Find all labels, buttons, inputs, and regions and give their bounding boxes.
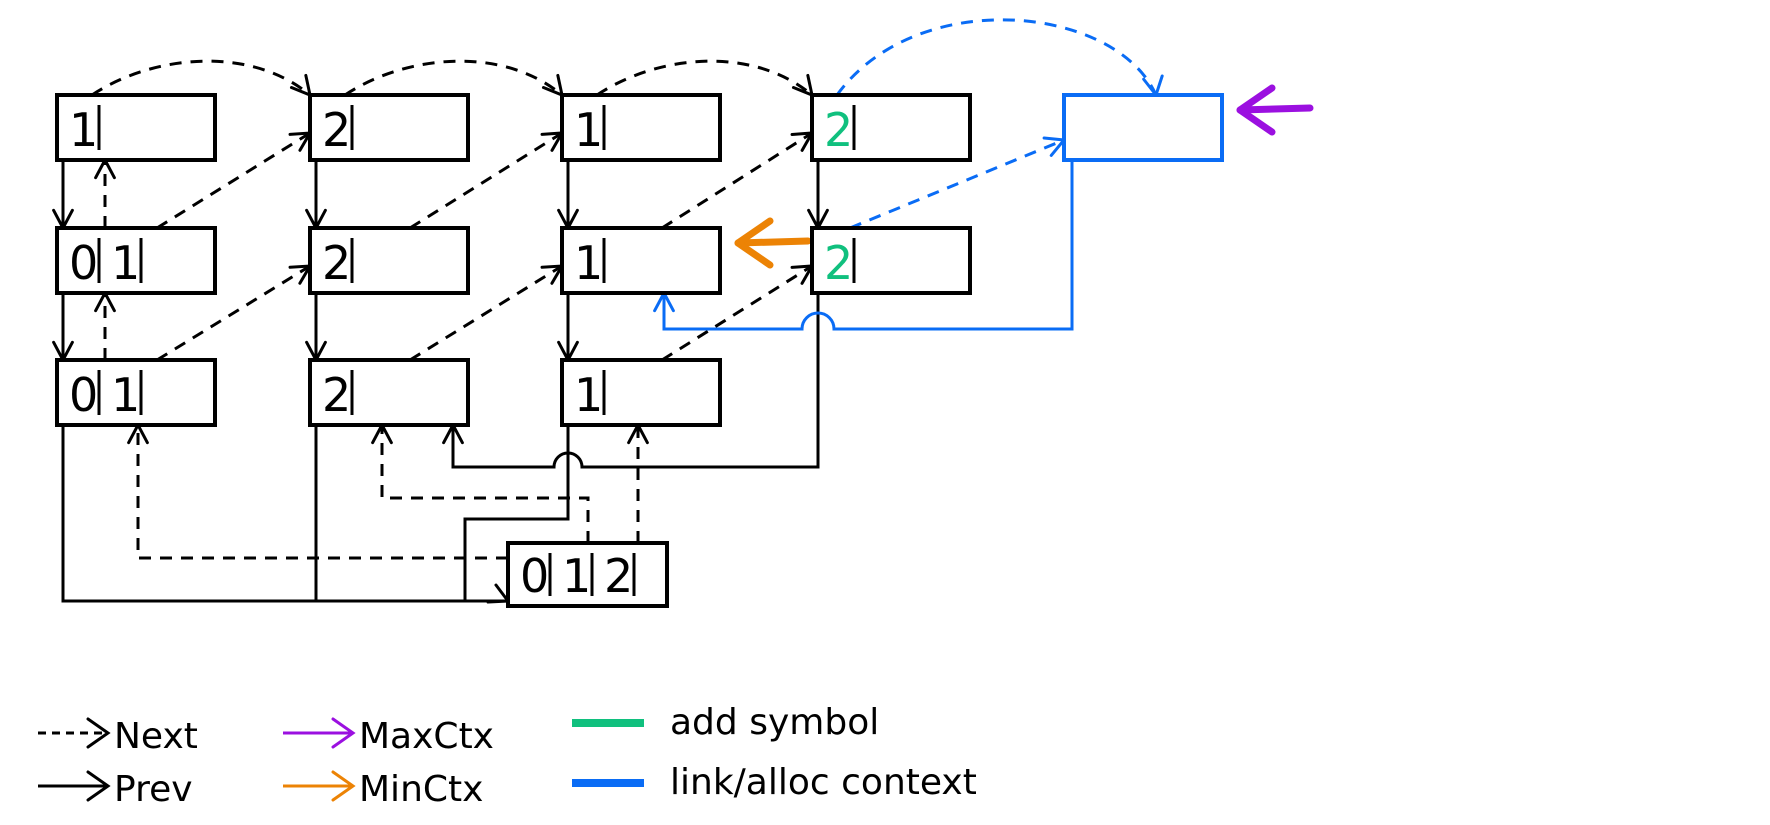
prev-link-c4r2 bbox=[451, 293, 820, 469]
legend-swatch bbox=[572, 719, 644, 727]
node-box bbox=[308, 226, 470, 295]
next-arrowhead bbox=[540, 131, 565, 152]
next-arrowhead-new bbox=[1142, 74, 1164, 99]
next-arrowhead bbox=[288, 264, 313, 285]
next-link bbox=[156, 264, 311, 362]
node-box bbox=[308, 93, 470, 162]
symbol-cell: 2 bbox=[322, 103, 351, 157]
symbol-cell: 1 bbox=[562, 549, 591, 603]
prev-arrowhead-root bbox=[486, 583, 511, 604]
symbol-cell: 1 bbox=[111, 368, 140, 422]
next-link bbox=[596, 59, 813, 97]
legend-item-max_ctx: MaxCtx bbox=[283, 716, 494, 757]
node-box bbox=[55, 226, 217, 295]
context-node-c4r2: 2 bbox=[810, 226, 972, 295]
node-box bbox=[560, 358, 722, 427]
symbol-cell: 1 bbox=[574, 368, 603, 422]
legend-label: Next bbox=[114, 716, 198, 757]
legend-arrow-icon bbox=[86, 770, 111, 802]
legend-arrow-icon bbox=[331, 717, 356, 749]
symbol-cell: 1 bbox=[69, 103, 98, 157]
legend-label: MinCtx bbox=[359, 769, 483, 810]
next-arrowhead bbox=[790, 264, 815, 285]
max-ctx-pointer-icon-head bbox=[1236, 84, 1276, 136]
symbol-cell: 0 bbox=[520, 549, 549, 603]
legend-label: MaxCtx bbox=[359, 716, 494, 757]
node-box bbox=[560, 93, 722, 162]
symbol-cell: 2 bbox=[824, 236, 853, 290]
context-node-c2r2: 2 bbox=[308, 226, 470, 295]
legend-swatch bbox=[572, 779, 644, 787]
symbol-cell: 2 bbox=[322, 368, 351, 422]
next-link-root bbox=[380, 425, 590, 543]
prev-link-root bbox=[463, 425, 570, 601]
next-link bbox=[661, 131, 813, 230]
context-node-c3r2: 1 bbox=[560, 226, 722, 295]
symbol-cell: 2 bbox=[824, 103, 853, 157]
legend-item-min_ctx: MinCtx bbox=[283, 769, 483, 810]
node-box bbox=[1062, 93, 1224, 162]
min-ctx-pointer-icon-head bbox=[734, 217, 774, 269]
legend-arrow-icon bbox=[86, 717, 111, 749]
node-box bbox=[55, 93, 217, 162]
symbol-cell: 1 bbox=[574, 236, 603, 290]
legend-label: add symbol bbox=[670, 702, 879, 743]
symbol-cell: 2 bbox=[604, 549, 633, 603]
symbol-cell: 0 bbox=[69, 236, 98, 290]
legend-item-prev: Prev bbox=[38, 769, 193, 810]
next-link bbox=[156, 131, 311, 230]
context-node-c4r1: 2 bbox=[810, 93, 972, 162]
legend-arrow-icon bbox=[331, 770, 356, 802]
node-box bbox=[308, 358, 470, 427]
context-node-c3r3: 1 bbox=[560, 358, 722, 427]
next-link bbox=[409, 131, 563, 230]
next-link bbox=[91, 59, 311, 97]
node-box bbox=[55, 358, 217, 427]
next-link bbox=[661, 264, 813, 362]
next-link-new bbox=[849, 138, 1065, 230]
context-node-newctx bbox=[1062, 93, 1224, 162]
symbol-cell: 0 bbox=[69, 368, 98, 422]
context-node-c3r1: 1 bbox=[560, 93, 722, 162]
legend-label: Prev bbox=[114, 769, 193, 810]
context-node-c2r1: 2 bbox=[308, 93, 470, 162]
min-ctx-pointer-icon bbox=[734, 217, 812, 269]
symbol-cell: 1 bbox=[111, 236, 140, 290]
context-node-c1r1: 1 bbox=[55, 93, 217, 162]
legend-item-add_symbol: add symbol bbox=[572, 702, 879, 743]
node-box bbox=[506, 541, 669, 608]
prev-link-root bbox=[61, 425, 508, 603]
link-alloc-path bbox=[662, 160, 1074, 331]
context-node-c2r3: 2 bbox=[308, 358, 470, 427]
symbol-cell: 2 bbox=[322, 236, 351, 290]
max-ctx-pointer-icon-shaft bbox=[1236, 104, 1314, 114]
max-ctx-pointer-icon bbox=[1236, 84, 1314, 136]
node-box bbox=[810, 93, 972, 162]
min-ctx-pointer-icon-shaft bbox=[734, 237, 812, 247]
node-box bbox=[810, 226, 972, 295]
next-arrowhead bbox=[790, 131, 815, 152]
symbol-cell: 1 bbox=[574, 103, 603, 157]
node-box bbox=[560, 226, 722, 295]
next-link bbox=[344, 59, 563, 97]
next-link bbox=[409, 264, 563, 362]
legend-item-link_alloc: link/alloc context bbox=[572, 762, 977, 803]
next-arrowhead bbox=[540, 264, 565, 285]
legend-item-next: Next bbox=[38, 716, 198, 757]
next-arrowhead bbox=[288, 131, 313, 152]
next-link-new bbox=[835, 18, 1158, 96]
legend-label: link/alloc context bbox=[670, 762, 977, 803]
